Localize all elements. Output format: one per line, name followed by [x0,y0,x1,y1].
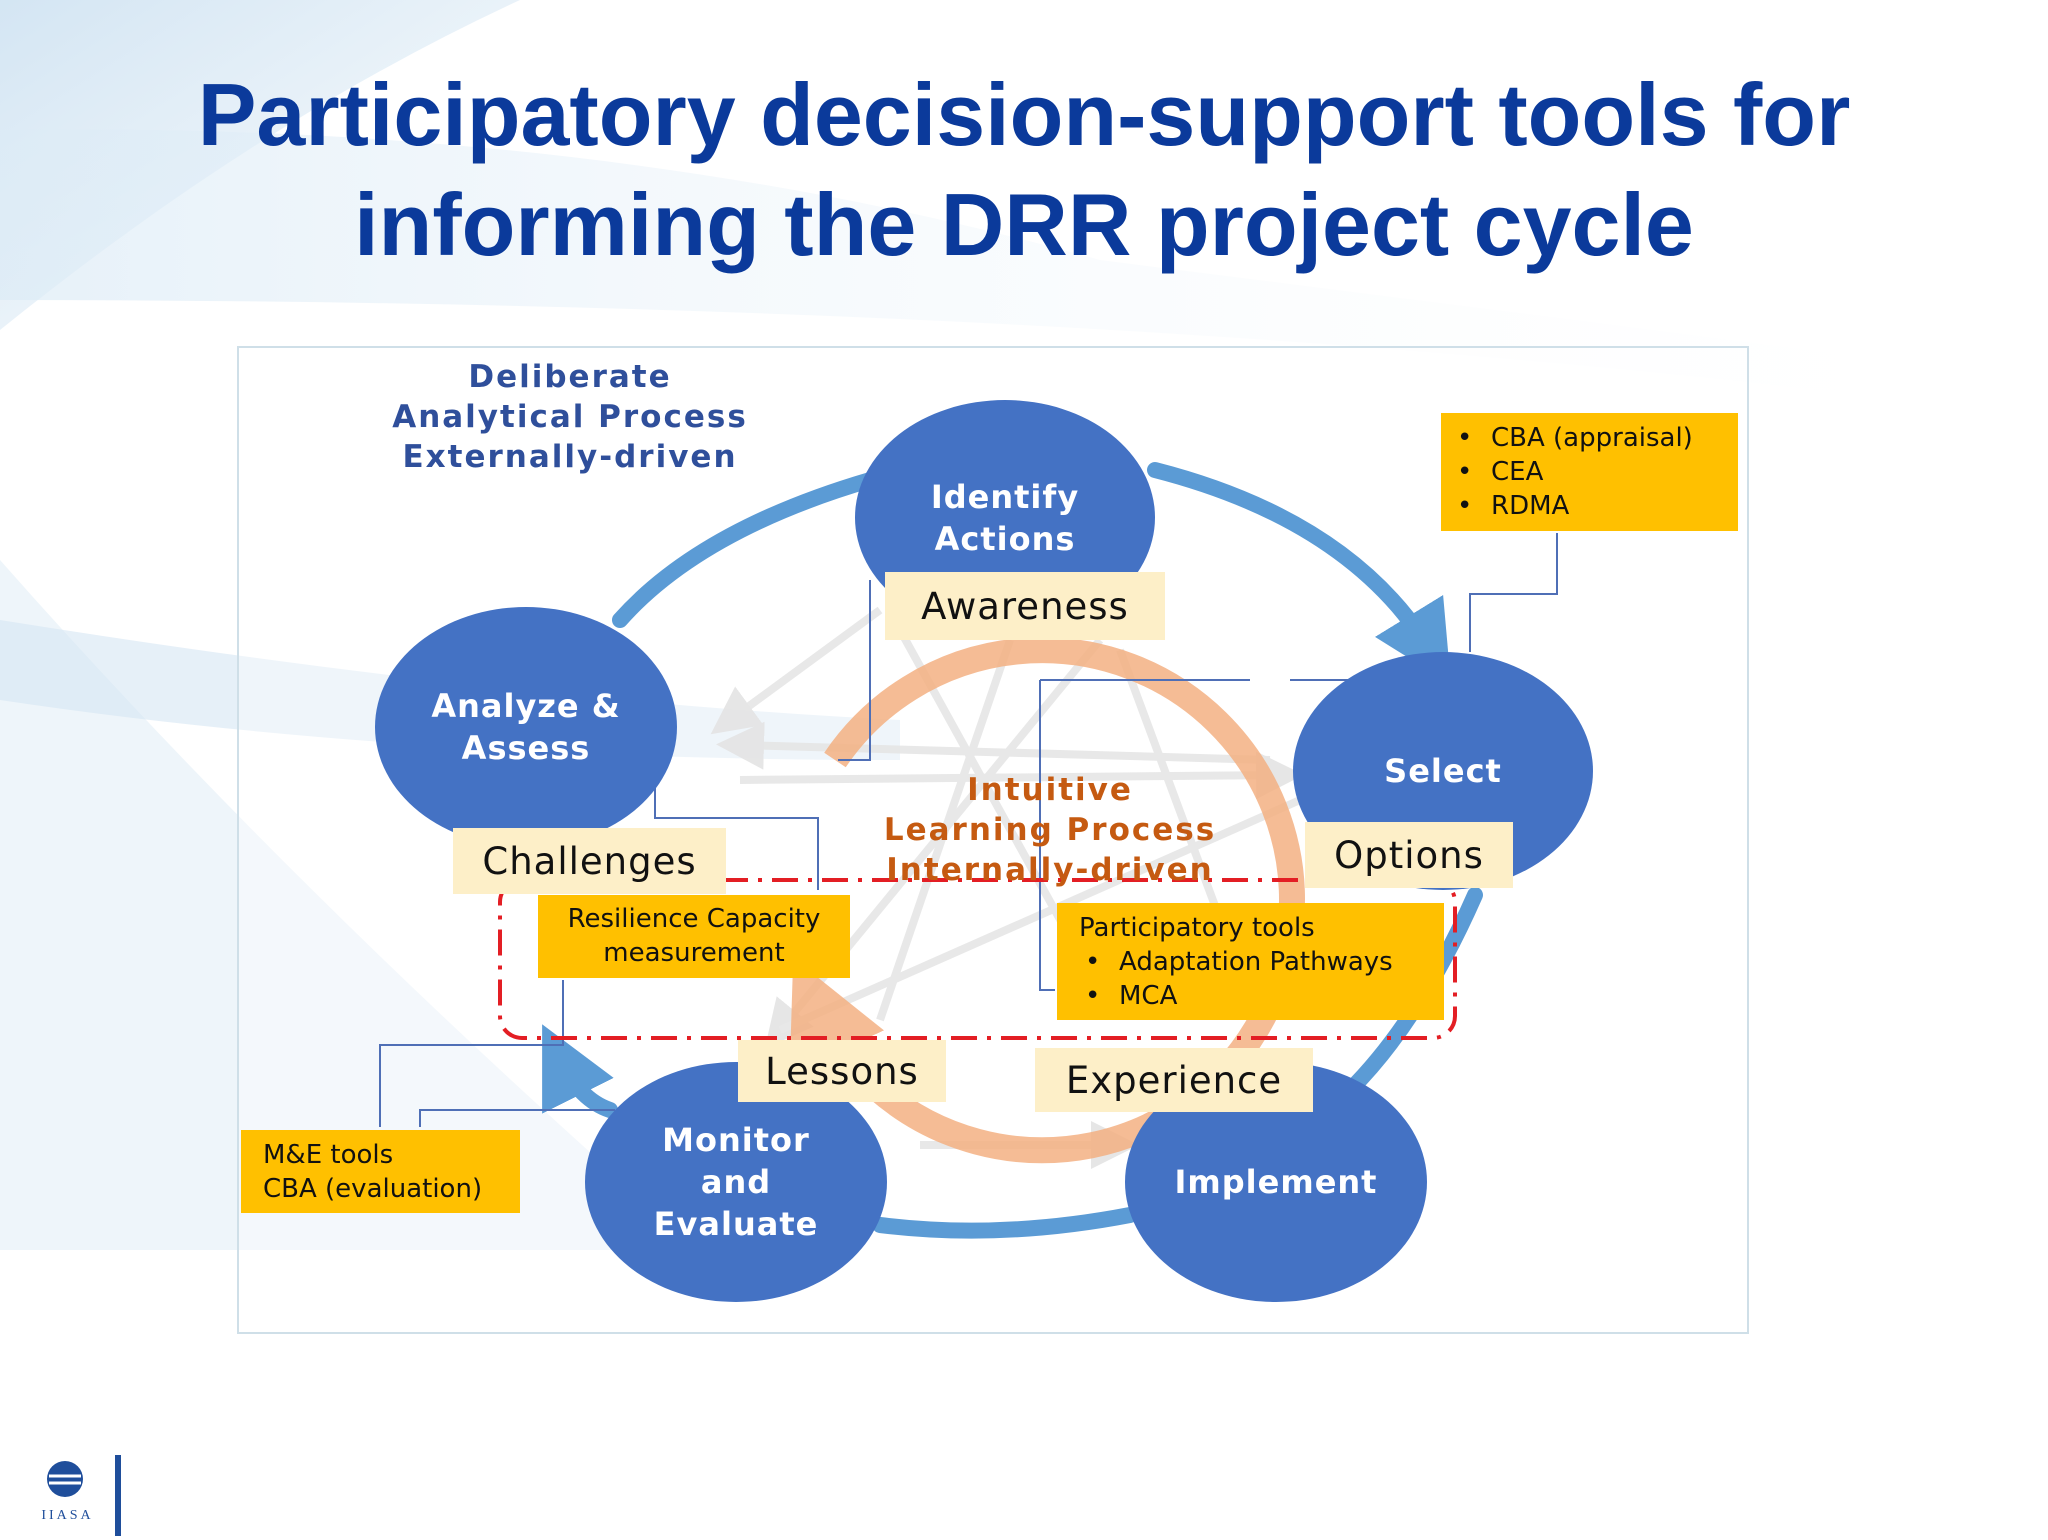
tag-lessons: Lessons [738,1040,946,1102]
note-me-tools: M&E tools CBA (evaluation) [241,1130,520,1213]
node-analyze-assess: Analyze & Assess [375,607,677,847]
note-select-item: CEA [1451,455,1728,489]
tag-awareness: Awareness [885,572,1165,640]
me-line-1: M&E tools [263,1140,394,1170]
participatory-item: MCA [1079,979,1434,1013]
tag-challenges: Challenges [453,828,726,894]
deliberate-line-2: Analytical Process [392,399,748,435]
participatory-item: Adaptation Pathways [1079,945,1434,979]
node-implement-label: Implement [1174,1163,1378,1201]
intuitive-line-2: Learning Process [883,812,1217,848]
slide-title: Participatory decision-support tools for… [0,60,2048,280]
intuitive-line-1: Intuitive [967,772,1133,808]
iiasa-logo-text: IIASA [41,1508,94,1523]
node-monitor-evaluate: Monitor and Evaluate [585,1062,887,1302]
iiasa-logo: IIASA [38,1455,128,1536]
note-select-item: CBA (appraisal) [1451,421,1728,455]
iiasa-globe-icon [38,1455,121,1536]
intuitive-process-label: Intuitive Learning Process Internally-dr… [830,770,1270,890]
node-analyze-label: Analyze & Assess [431,687,621,767]
connector-lines [379,533,1558,1127]
tag-options: Options [1305,822,1513,888]
resilience-line-1: Resilience Capacity [567,904,821,934]
participatory-heading: Participatory tools [1079,913,1315,943]
node-monitor-label: Monitor and Evaluate [653,1121,819,1243]
title-line-2: informing the DRR project cycle [354,175,1694,274]
node-select-label: Select [1384,752,1502,790]
note-select-tools: CBA (appraisal) CEA RDMA [1441,413,1738,531]
title-line-1: Participatory decision-support tools for [197,65,1851,164]
intuitive-line-3: Internally-driven [886,852,1214,888]
deliberate-process-label: Deliberate Analytical Process Externally… [340,357,800,477]
deliberate-line-3: Externally-driven [402,439,738,475]
node-identify-label: Identify Actions [930,477,1080,558]
resilience-line-2: measurement [603,938,785,968]
note-resilience-capacity: Resilience Capacity measurement [538,895,850,978]
tag-experience: Experience [1035,1048,1313,1112]
note-participatory-tools: Participatory tools Adaptation Pathways … [1057,903,1444,1020]
participatory-dashed-box [498,878,1457,1040]
note-select-item: RDMA [1451,489,1728,523]
me-line-2: CBA (evaluation) [263,1174,483,1204]
deliberate-line-1: Deliberate [468,359,672,395]
